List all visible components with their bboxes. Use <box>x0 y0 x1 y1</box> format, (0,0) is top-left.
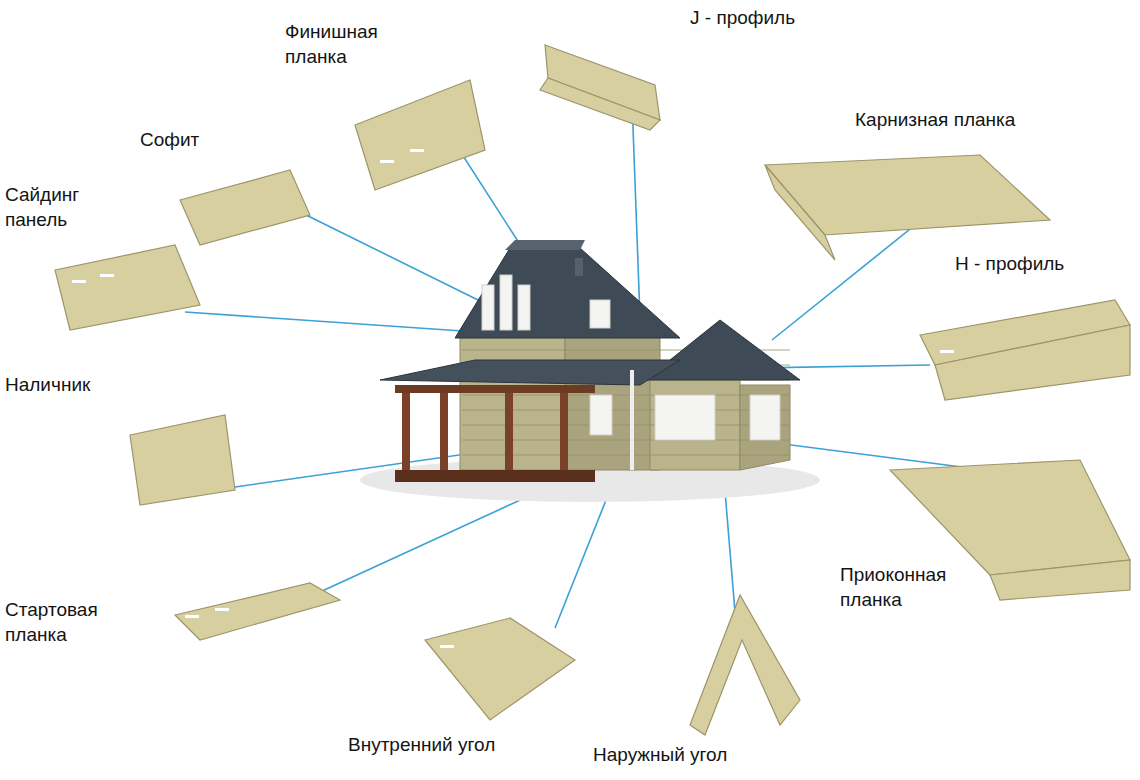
nail-slots <box>72 149 954 648</box>
house <box>360 240 820 502</box>
part-label: Сайдинг панель <box>5 183 115 232</box>
siding-parts <box>55 45 1130 735</box>
part-label: Наружный угол <box>593 743 793 768</box>
part-label: Стартовая планка <box>5 598 125 647</box>
part-label: Наличник <box>5 373 135 398</box>
part-label: Софит <box>140 128 240 153</box>
part-label: Карнизная планка <box>855 108 1075 133</box>
part-label: Внутренний угол <box>348 733 568 758</box>
part-label: Н - профиль <box>955 252 1125 277</box>
part-label: Финишная планка <box>285 20 395 69</box>
part-label: J - профиль <box>690 6 880 31</box>
part-label: Приоконная планка <box>840 563 990 612</box>
